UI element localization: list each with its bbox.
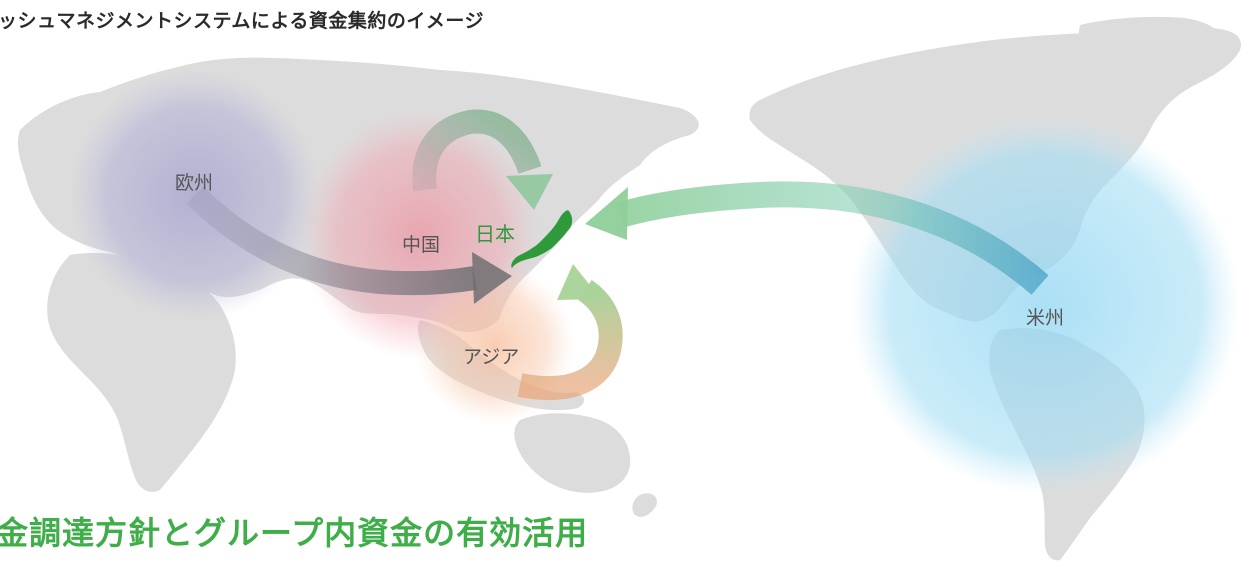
region-label-americas: 米州: [1026, 307, 1065, 329]
glow-americas: [850, 115, 1240, 495]
arrow-china-to-japan: [412, 109, 553, 210]
arrow-americas-to-japan: [585, 181, 1049, 295]
arrow-asia-to-japan: [517, 264, 623, 400]
region-label-asia: アジア: [463, 346, 520, 368]
diagram-title: ッシュマネジメントシステムによる資金集約のイメージ: [0, 10, 484, 32]
hub-label-japan: 日本: [475, 222, 515, 246]
footer-caption: 金調達方針とグループ内資金の有効活用: [0, 514, 589, 552]
arrow-europe-to-japan: [186, 186, 512, 304]
region-label-china: 中国: [402, 234, 441, 256]
land-greenland: [1078, 16, 1221, 73]
region-label-europe: 欧州: [175, 172, 214, 194]
land-australia: [514, 413, 631, 493]
land-new-zealand: [632, 493, 657, 517]
japan-shape: [511, 210, 573, 268]
